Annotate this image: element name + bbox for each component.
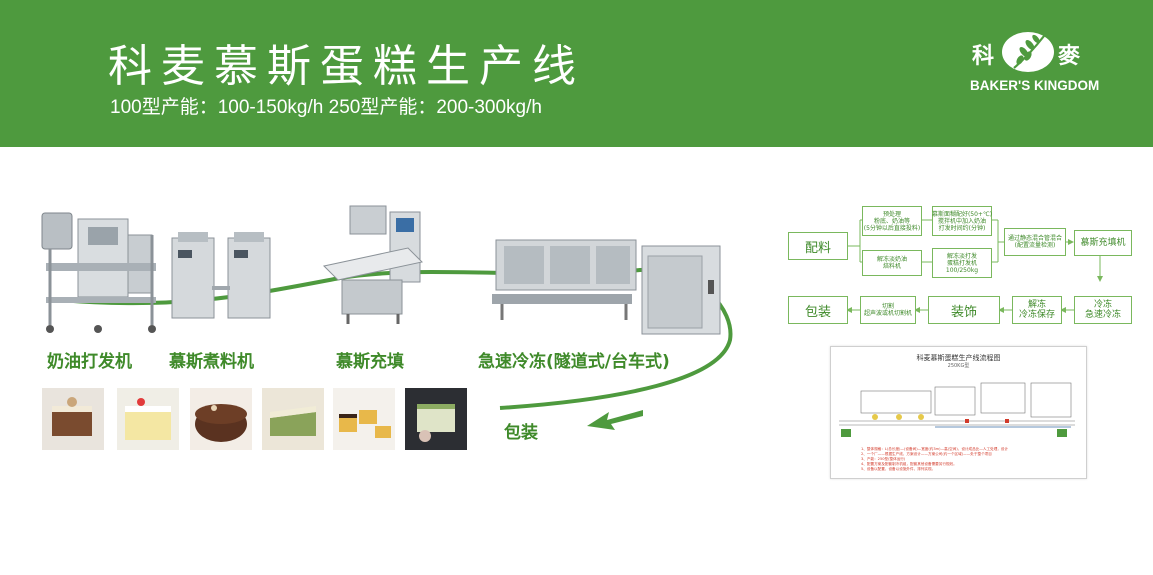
header-banner: 科麦慕斯蛋糕生产线 100型产能：100-150kg/h 250型产能：200-… [0, 0, 1153, 147]
cake-image [117, 388, 179, 450]
diagram-note: 3、产能：250型(整体运行) [861, 457, 906, 461]
process-flow-chart: 配料 预处理 粉底、奶油等 (5分钟以后直接投料) 慕斯面糊配好(50+℃) 搅… [782, 200, 1137, 330]
flow-box-freezing: 冷冻 急速冷冻 [1074, 296, 1132, 324]
machine-label-cooking: 慕斯煮料机 [169, 352, 254, 372]
cake-photo-1 [42, 388, 104, 450]
flow-box-storage: 解冻 冷冻保存 [1012, 296, 1062, 324]
cake-photo-2 [117, 388, 179, 450]
cream-whipping-machine-image [41, 212, 156, 333]
arrow-left-icon [587, 410, 643, 430]
machine-label-whipping: 奶油打发机 [47, 352, 132, 372]
flow-box-ingredients: 配料 [788, 232, 848, 260]
diagram-note: 5、设备以配置，设备以设施外件，排列实现。 [861, 467, 936, 471]
logo-english: BAKER'S KINGDOM [970, 78, 1100, 93]
cake-photo-3 [190, 388, 252, 450]
logo-char-mai: 麥 [1058, 44, 1081, 69]
machine-label-freezer: 急速冷冻(隧道式/台车式) [478, 352, 670, 372]
equipment-layout-drawing [839, 382, 1075, 437]
flow-connectors [846, 219, 1103, 313]
flow-box-thaw-cream: 解冻淡奶油 焙料机 [862, 250, 922, 276]
packaging-label: 包装 [504, 423, 538, 443]
diagram-subtitle: 250KG型 [947, 363, 970, 369]
cake-image [190, 388, 252, 450]
flow-box-cutting: 切割 超声波或机切割机 [860, 296, 916, 324]
flow-box-whipping: 解冻淡打发 蛋糕打发机 100/250kg [932, 248, 992, 278]
flow-box-pretreatment: 预处理 粉底、奶油等 (5分钟以后直接投料) [862, 206, 922, 236]
capacity-subtitle: 100型产能：100-150kg/h 250型产能：200-300kg/h [110, 97, 542, 118]
flow-box-filling: 慕斯充填机 [1074, 230, 1132, 256]
flow-box-decorate: 装饰 [928, 296, 1000, 324]
cake-photo-6 [405, 388, 467, 450]
cake-photo-5 [333, 388, 395, 450]
brand-logo: 科 麥 BAKER'S KINGDOM [966, 28, 1099, 108]
page-title: 科麦慕斯蛋糕生产线 [108, 41, 585, 92]
flow-box-mousse-batter: 慕斯面糊配好(50+℃) 搅拌机中加入奶油 打发时间约(分钟) [932, 206, 992, 236]
flow-box-packaging: 包装 [788, 296, 848, 324]
mousse-cooking-machine-image [171, 232, 271, 319]
cake-image [262, 388, 324, 450]
logo-char-ke: 科 [972, 44, 995, 69]
diagram-note: 1、整体规格：L(总长度)—(设备间)—宽度(约3m)—高(空间)，设计成品比—… [861, 447, 1009, 451]
cake-image [405, 388, 467, 450]
mousse-filling-machine-image [322, 205, 424, 324]
cake-image [333, 388, 395, 450]
cake-image [42, 388, 104, 450]
wheat-logo-icon [1002, 32, 1054, 72]
diagram-title: 科麦慕斯蛋糕生产线流程图 [916, 354, 1001, 362]
diagram-note: 4、配置方案及配套制冷机组，配套其他设备需要另行规划。 [861, 462, 957, 466]
cake-photo-4 [262, 388, 324, 450]
machine-label-filling: 慕斯充填 [336, 352, 404, 372]
cart-freezer-image [641, 245, 721, 335]
tunnel-freezer-image [492, 239, 637, 320]
diagram-note: 2、一个厂——根据生产线、方案设计——方案公司(约一个区域)——处于整个项目 [861, 452, 992, 456]
layout-diagram: 科麦慕斯蛋糕生产线流程图 250KG型 1、整体规格：L(总长度)—(设备间)—… [830, 346, 1087, 479]
flow-box-static-mix: 通过静态混合管混合 (配置流量检测) [1004, 228, 1066, 256]
